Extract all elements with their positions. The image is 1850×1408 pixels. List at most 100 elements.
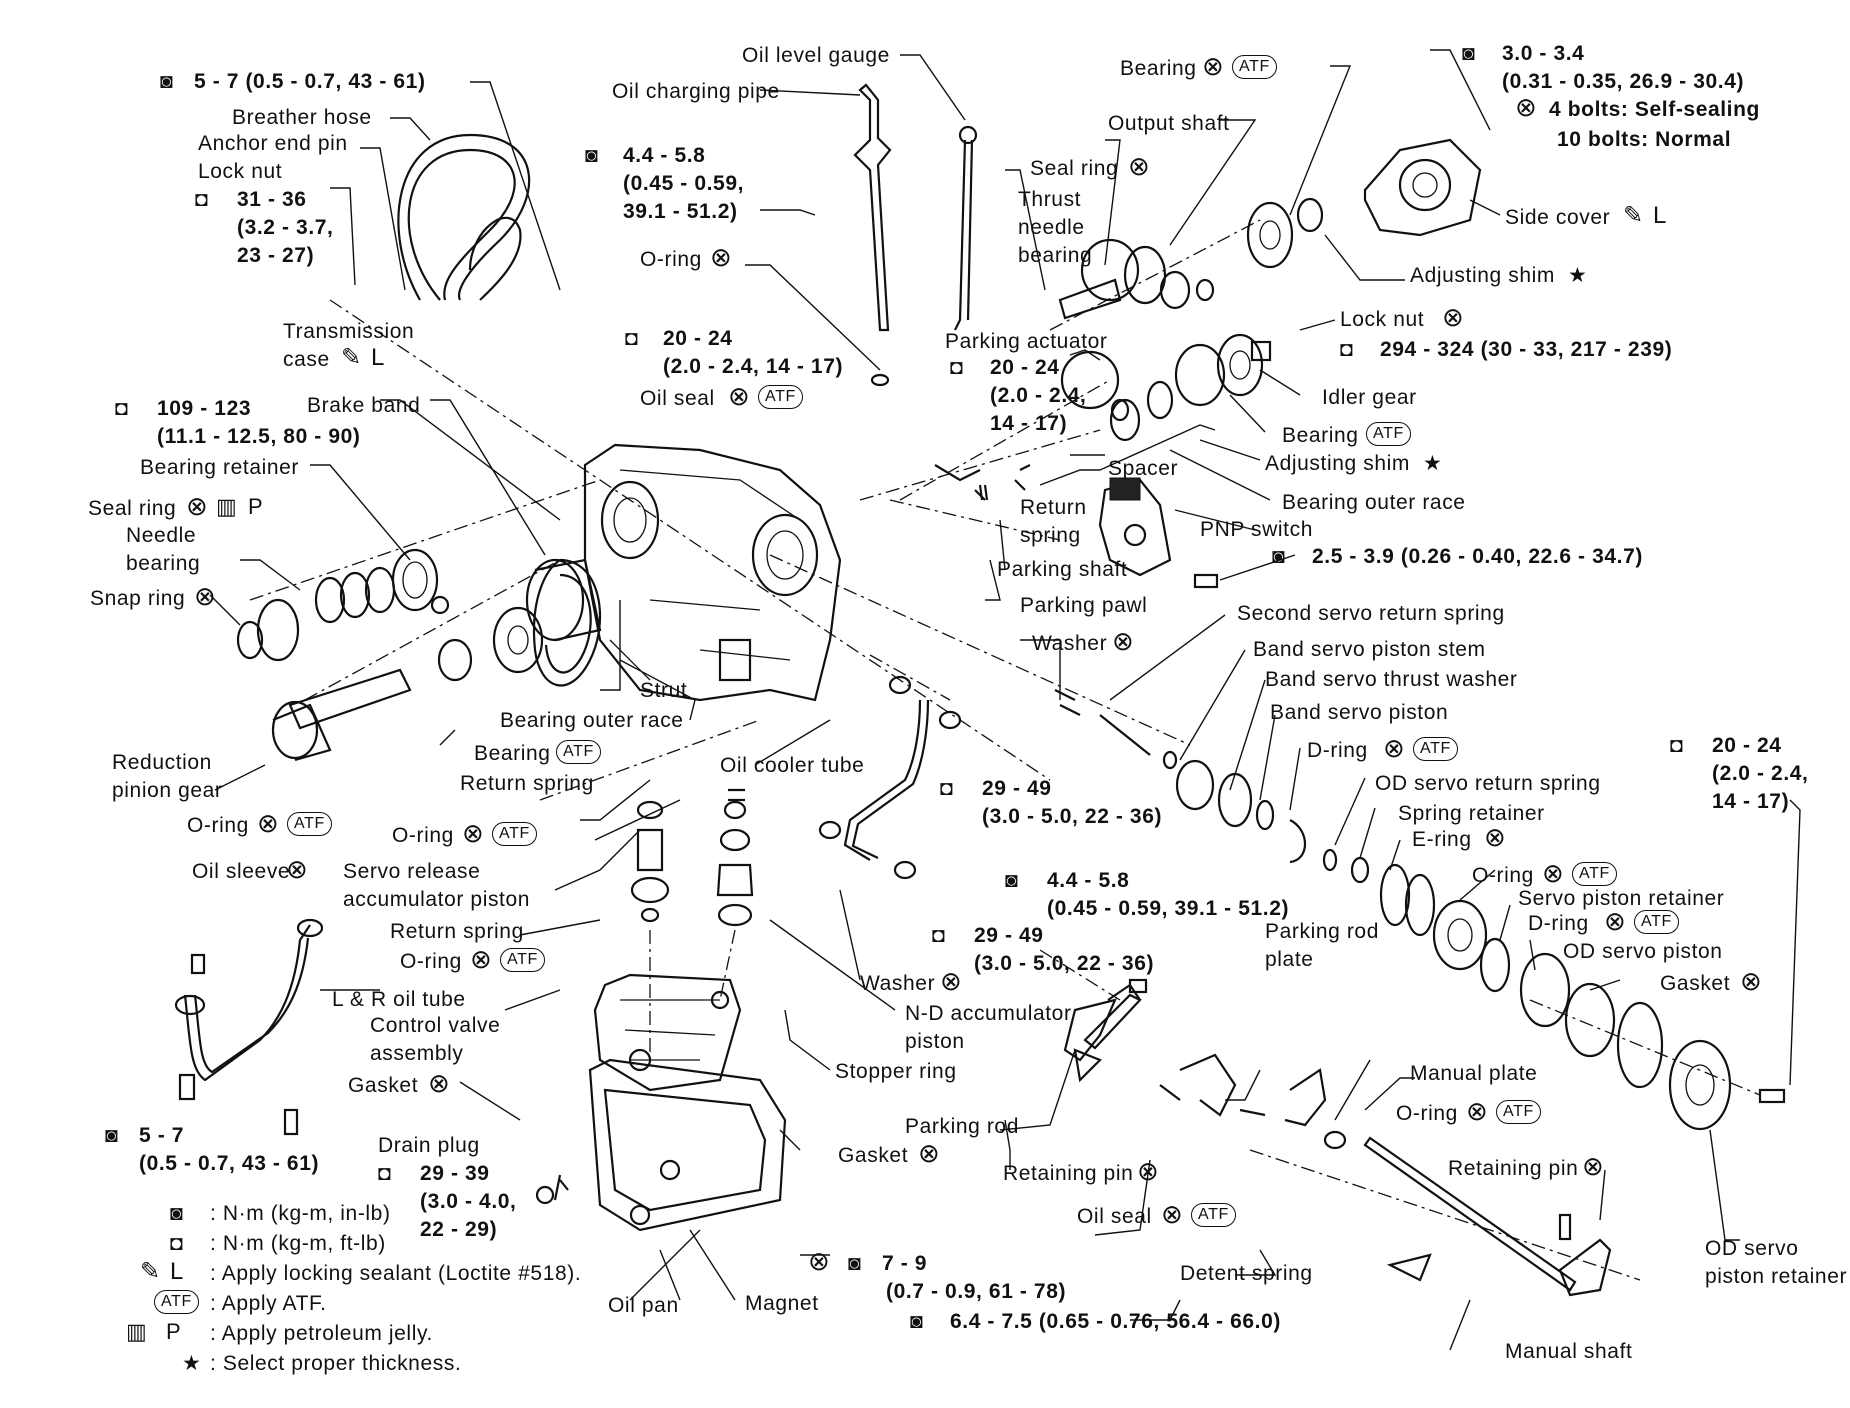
label-line-2: spring	[1020, 524, 1081, 547]
label-retaining-pin: Retaining pin	[1448, 1157, 1579, 1180]
label-pnp-switch: PNP switch	[1200, 518, 1313, 541]
x-circle-icon: ⊗	[428, 1068, 451, 1098]
l-r-oil-tube-drawing	[174, 918, 324, 1136]
x-circle-icon: ⊗	[1466, 1096, 1489, 1126]
label-servo-piston-retainer: Servo piston retainer	[1518, 887, 1725, 910]
label-brake-band: Brake band	[307, 394, 421, 417]
atf-oval-icon: ATF	[758, 385, 803, 409]
label-parking-pawl: Parking pawl	[1020, 594, 1148, 617]
label-oil-charging-pipe: Oil charging pipe	[612, 80, 780, 103]
bolts-self-sealing-note: 4 bolts: Self-sealing	[1549, 98, 1760, 121]
wrench-socket-outline-icon: ◘	[932, 924, 946, 947]
parking-rod-drawing	[535, 978, 1148, 1205]
label-line-1: Needle	[126, 524, 197, 547]
x-circle-icon: ⊗	[462, 818, 485, 848]
circled-p-icon: P	[166, 1319, 182, 1344]
control-valve-drawing	[588, 973, 787, 1232]
label-manual-plate: Manual plate	[1410, 1062, 1538, 1085]
label-line-2: assembly	[370, 1042, 464, 1065]
label-line-2: bearing	[126, 552, 201, 575]
x-circle-icon: ⊗	[728, 381, 751, 411]
label-line-2: case	[283, 348, 330, 371]
wrench-socket-outline-icon: ◘	[950, 356, 964, 379]
label-spacer: Spacer	[1108, 457, 1179, 480]
torque-value: 109 - 123	[157, 397, 252, 420]
label-bearing-retainer: Bearing retainer	[140, 456, 300, 479]
wrench-socket-outline-icon: ◘	[170, 1232, 184, 1255]
torque-value-metric: (0.45 - 0.59, 39.1 - 51.2)	[1047, 897, 1290, 920]
atf-oval-icon: ATF	[1634, 910, 1679, 934]
torque-value-metric: (3.0 - 4.0,	[420, 1190, 517, 1213]
label-o-ring: O-ring	[1396, 1102, 1458, 1125]
x-circle-icon: ⊗	[286, 854, 309, 884]
label-line-2: needle	[1018, 216, 1085, 239]
label-line-1: N-D accumulator	[905, 1002, 1072, 1025]
label-oil-level-gauge: Oil level gauge	[742, 44, 890, 67]
x-circle-icon: ⊗	[940, 966, 963, 996]
wrench-socket-outline-icon: ◘	[115, 397, 129, 420]
wrench-socket-outline-icon: ◘	[378, 1162, 392, 1185]
torque-value-imperial: 14 - 17)	[990, 412, 1068, 435]
label-od-servo-return-spring: OD servo return spring	[1375, 772, 1601, 795]
x-circle-icon: ⊗	[1202, 51, 1225, 81]
torque-value-metric: (0.5 - 0.7, 43 - 61)	[139, 1152, 320, 1175]
x-circle-icon: ⊗	[1442, 302, 1465, 332]
legend-text: : Select proper thickness.	[210, 1352, 462, 1375]
wrench-socket-dark-icon: ◙	[585, 144, 599, 167]
wrench-socket-dark-icon: ◙	[1272, 545, 1286, 568]
torque-value: 29 - 39	[420, 1162, 490, 1185]
label-snap-ring: Snap ring	[90, 587, 186, 610]
torque-value-imperial: 39.1 - 51.2)	[623, 200, 738, 223]
wrench-socket-dark-icon: ◙	[848, 1252, 862, 1275]
label-oil-sleeve: Oil sleeve	[192, 860, 291, 883]
label-band-servo-piston-stem: Band servo piston stem	[1253, 638, 1486, 661]
label-d-ring: D-ring	[1528, 912, 1589, 935]
label-retaining-pin: Retaining pin	[1003, 1162, 1134, 1185]
label-o-ring: O-ring	[187, 814, 249, 837]
label-anchor-end-pin: Anchor end pin	[198, 132, 348, 155]
label-o-ring: O-ring	[392, 824, 454, 847]
x-circle-icon: ⊗	[1128, 151, 1151, 181]
torque-value: 20 - 24	[1712, 734, 1782, 757]
label-oil-pan: Oil pan	[608, 1294, 679, 1317]
x-circle-icon: ⊗	[1112, 626, 1135, 656]
circled-l-icon: L	[170, 1258, 184, 1285]
wrench-socket-outline-icon: ◘	[940, 777, 954, 800]
pnp-switch-drawing	[934, 464, 1219, 589]
label-washer: Washer	[860, 972, 936, 995]
x-circle-icon: ⊗	[918, 1138, 941, 1168]
label-gasket: Gasket	[348, 1074, 419, 1097]
label-parking-shaft: Parking shaft	[997, 558, 1128, 581]
torque-value: 4.4 - 5.8	[1047, 869, 1130, 892]
torque-value-metric: (2.0 - 2.4,	[1712, 762, 1809, 785]
x-circle-icon: ⊗	[1161, 1199, 1184, 1229]
wrench-socket-dark-icon: ◙	[160, 70, 174, 93]
label-line-3: bearing	[1018, 244, 1093, 267]
label-line-1: OD servo	[1705, 1237, 1799, 1260]
x-circle-icon: ⊗	[257, 808, 280, 838]
x-circle-icon: ⊗	[710, 242, 733, 272]
label-detent-spring: Detent spring	[1180, 1262, 1313, 1285]
torque-value-metric: (0.7 - 0.9, 61 - 78)	[886, 1280, 1067, 1303]
circled-l-icon: L	[1653, 202, 1667, 229]
x-circle-icon: ⊗	[808, 1246, 831, 1276]
label-breather-hose: Breather hose	[232, 106, 372, 129]
label-stopper-ring: Stopper ring	[835, 1060, 957, 1083]
output-shaft-drawing	[1058, 138, 1482, 442]
atf-oval-icon: ATF	[1191, 1203, 1236, 1227]
torque-value-imperial: 22 - 29)	[420, 1218, 498, 1241]
x-circle-icon: ⊗	[470, 944, 493, 974]
label-seal-ring: Seal ring	[88, 497, 177, 520]
circled-l-icon: L	[371, 344, 385, 371]
torque-value: 294 - 324 (30 - 33, 217 - 239)	[1380, 338, 1673, 361]
label-parking-actuator: Parking actuator	[945, 330, 1108, 353]
label-magnet: Magnet	[745, 1292, 819, 1315]
breather-hose-drawing	[397, 133, 531, 301]
servo-piston-center-drawing	[630, 788, 754, 927]
torque-value-metric: (2.0 - 2.4, 14 - 17)	[663, 355, 844, 378]
legend-text: : Apply ATF.	[210, 1292, 327, 1315]
label-parking-rod: Parking rod	[905, 1115, 1019, 1138]
label-lock-nut: Lock nut	[1340, 308, 1425, 331]
label-line-1: Return	[1020, 496, 1087, 519]
